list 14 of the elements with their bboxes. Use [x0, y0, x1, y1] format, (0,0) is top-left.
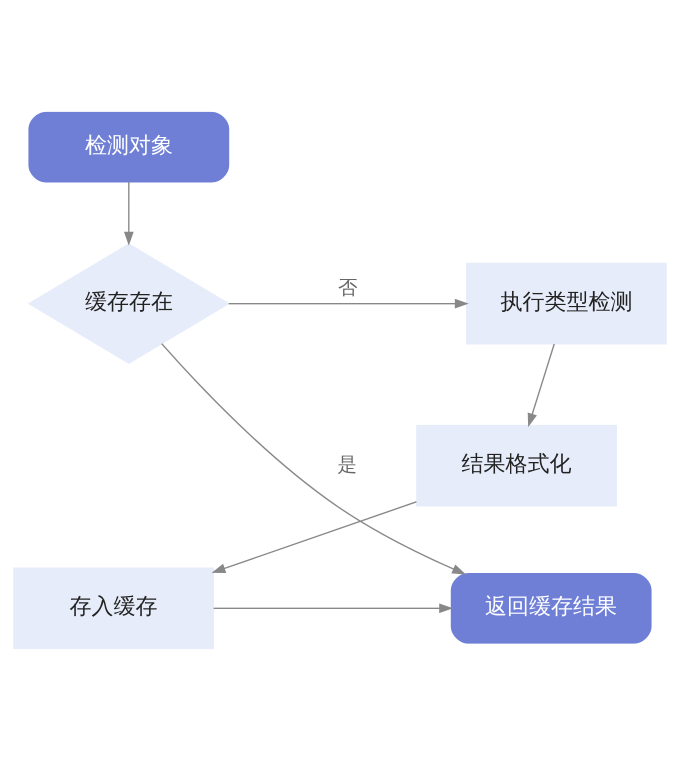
arrow [528, 343, 555, 427]
arrow [124, 181, 134, 246]
arrow [212, 500, 417, 572]
node-box: 执行类型检测 [466, 262, 667, 344]
edge-label: 否 [338, 276, 358, 299]
node-diamond: 缓存存在 [28, 242, 230, 364]
node-box: 存入缓存 [13, 566, 214, 649]
node-box: 返回缓存结果 [450, 572, 652, 644]
arrow [161, 342, 466, 574]
arrow [214, 602, 454, 613]
node-box: 结果格式化 [416, 424, 617, 506]
arrow [228, 298, 469, 308]
node-box: 检测对象 [28, 111, 230, 182]
edge-label: 是 [337, 452, 356, 476]
